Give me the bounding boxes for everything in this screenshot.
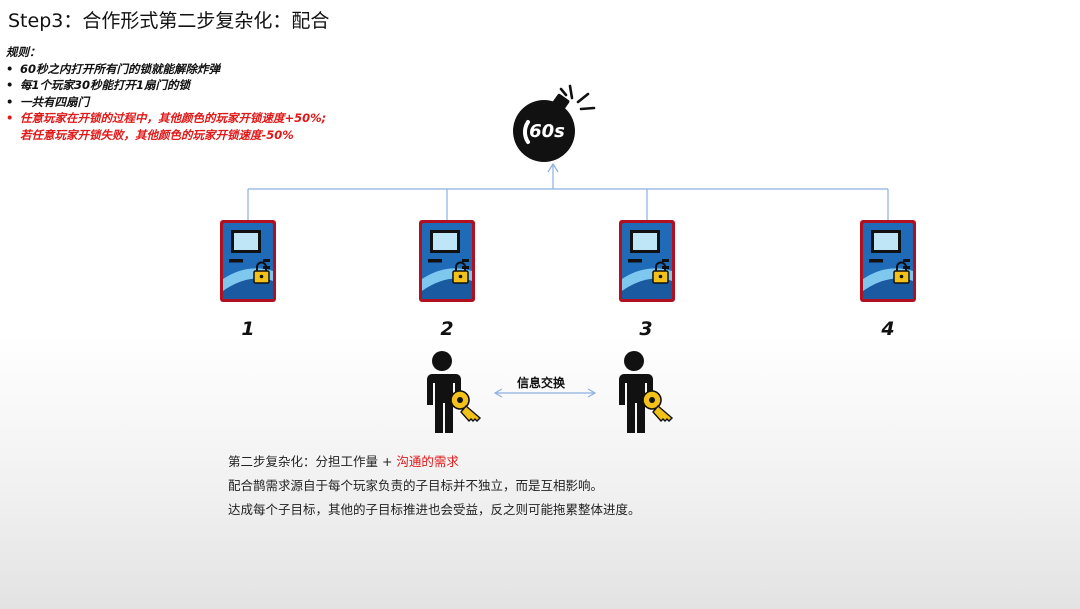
note-line-3: 达成每个子目标，其他的子目标推进也会受益，反之则可能拖累整体进度。	[228, 502, 641, 517]
note-line-1: 第二步复杂化：分担工作量 + 沟通的需求	[228, 450, 641, 474]
rules-heading: 规则：	[6, 45, 41, 59]
note-line-2: 配合鹊需求源自于每个玩家负责的子目标并不独立，而是互相影响。	[228, 478, 604, 493]
bomb-icon: 60s	[508, 82, 598, 164]
door-1-icon	[219, 219, 277, 303]
rule-item: 一共有四扇门	[6, 94, 326, 111]
door-2-icon	[418, 219, 476, 303]
door-1-number: 1	[241, 318, 255, 340]
rules-list: 60秒之内打开所有门的锁就能解除炸弹 每1个玩家30秒能打开1扇门的锁 一共有四…	[6, 61, 326, 127]
page-title: Step3：合作形式第二步复杂化：配合	[8, 10, 330, 32]
door-4-icon	[859, 219, 917, 303]
bomb-timer-label: 60s	[529, 121, 565, 142]
door-2-number: 2	[440, 318, 454, 340]
notes-block: 第二步复杂化：分担工作量 + 沟通的需求 配合鹊需求源自于每个玩家负责的子目标并…	[228, 450, 641, 522]
player-3-with-key-icon	[616, 350, 676, 436]
player-2-with-key-icon	[424, 350, 484, 436]
rules-block: 规则： 60秒之内打开所有门的锁就能解除炸弹 每1个玩家30秒能打开1扇门的锁 …	[6, 44, 326, 143]
note-line-1-prefix: 第二步复杂化：分担工作量 +	[228, 454, 397, 469]
door-3-icon	[618, 219, 676, 303]
rule-item-continuation: 若任意玩家开锁失败，其他颜色的玩家开锁速度-50%	[20, 127, 294, 142]
rule-item: 60秒之内打开所有门的锁就能解除炸弹	[6, 61, 326, 78]
rule-item: 每1个玩家30秒能打开1扇门的锁	[6, 77, 326, 94]
door-3-number: 3	[639, 318, 653, 340]
note-line-1-highlight: 沟通的需求	[396, 454, 459, 469]
rule-item-highlight: 任意玩家在开锁的过程中，其他颜色的玩家开锁速度+50%;	[6, 110, 326, 127]
door-4-number: 4	[881, 318, 895, 340]
info-exchange-label: 信息交换	[517, 376, 566, 390]
